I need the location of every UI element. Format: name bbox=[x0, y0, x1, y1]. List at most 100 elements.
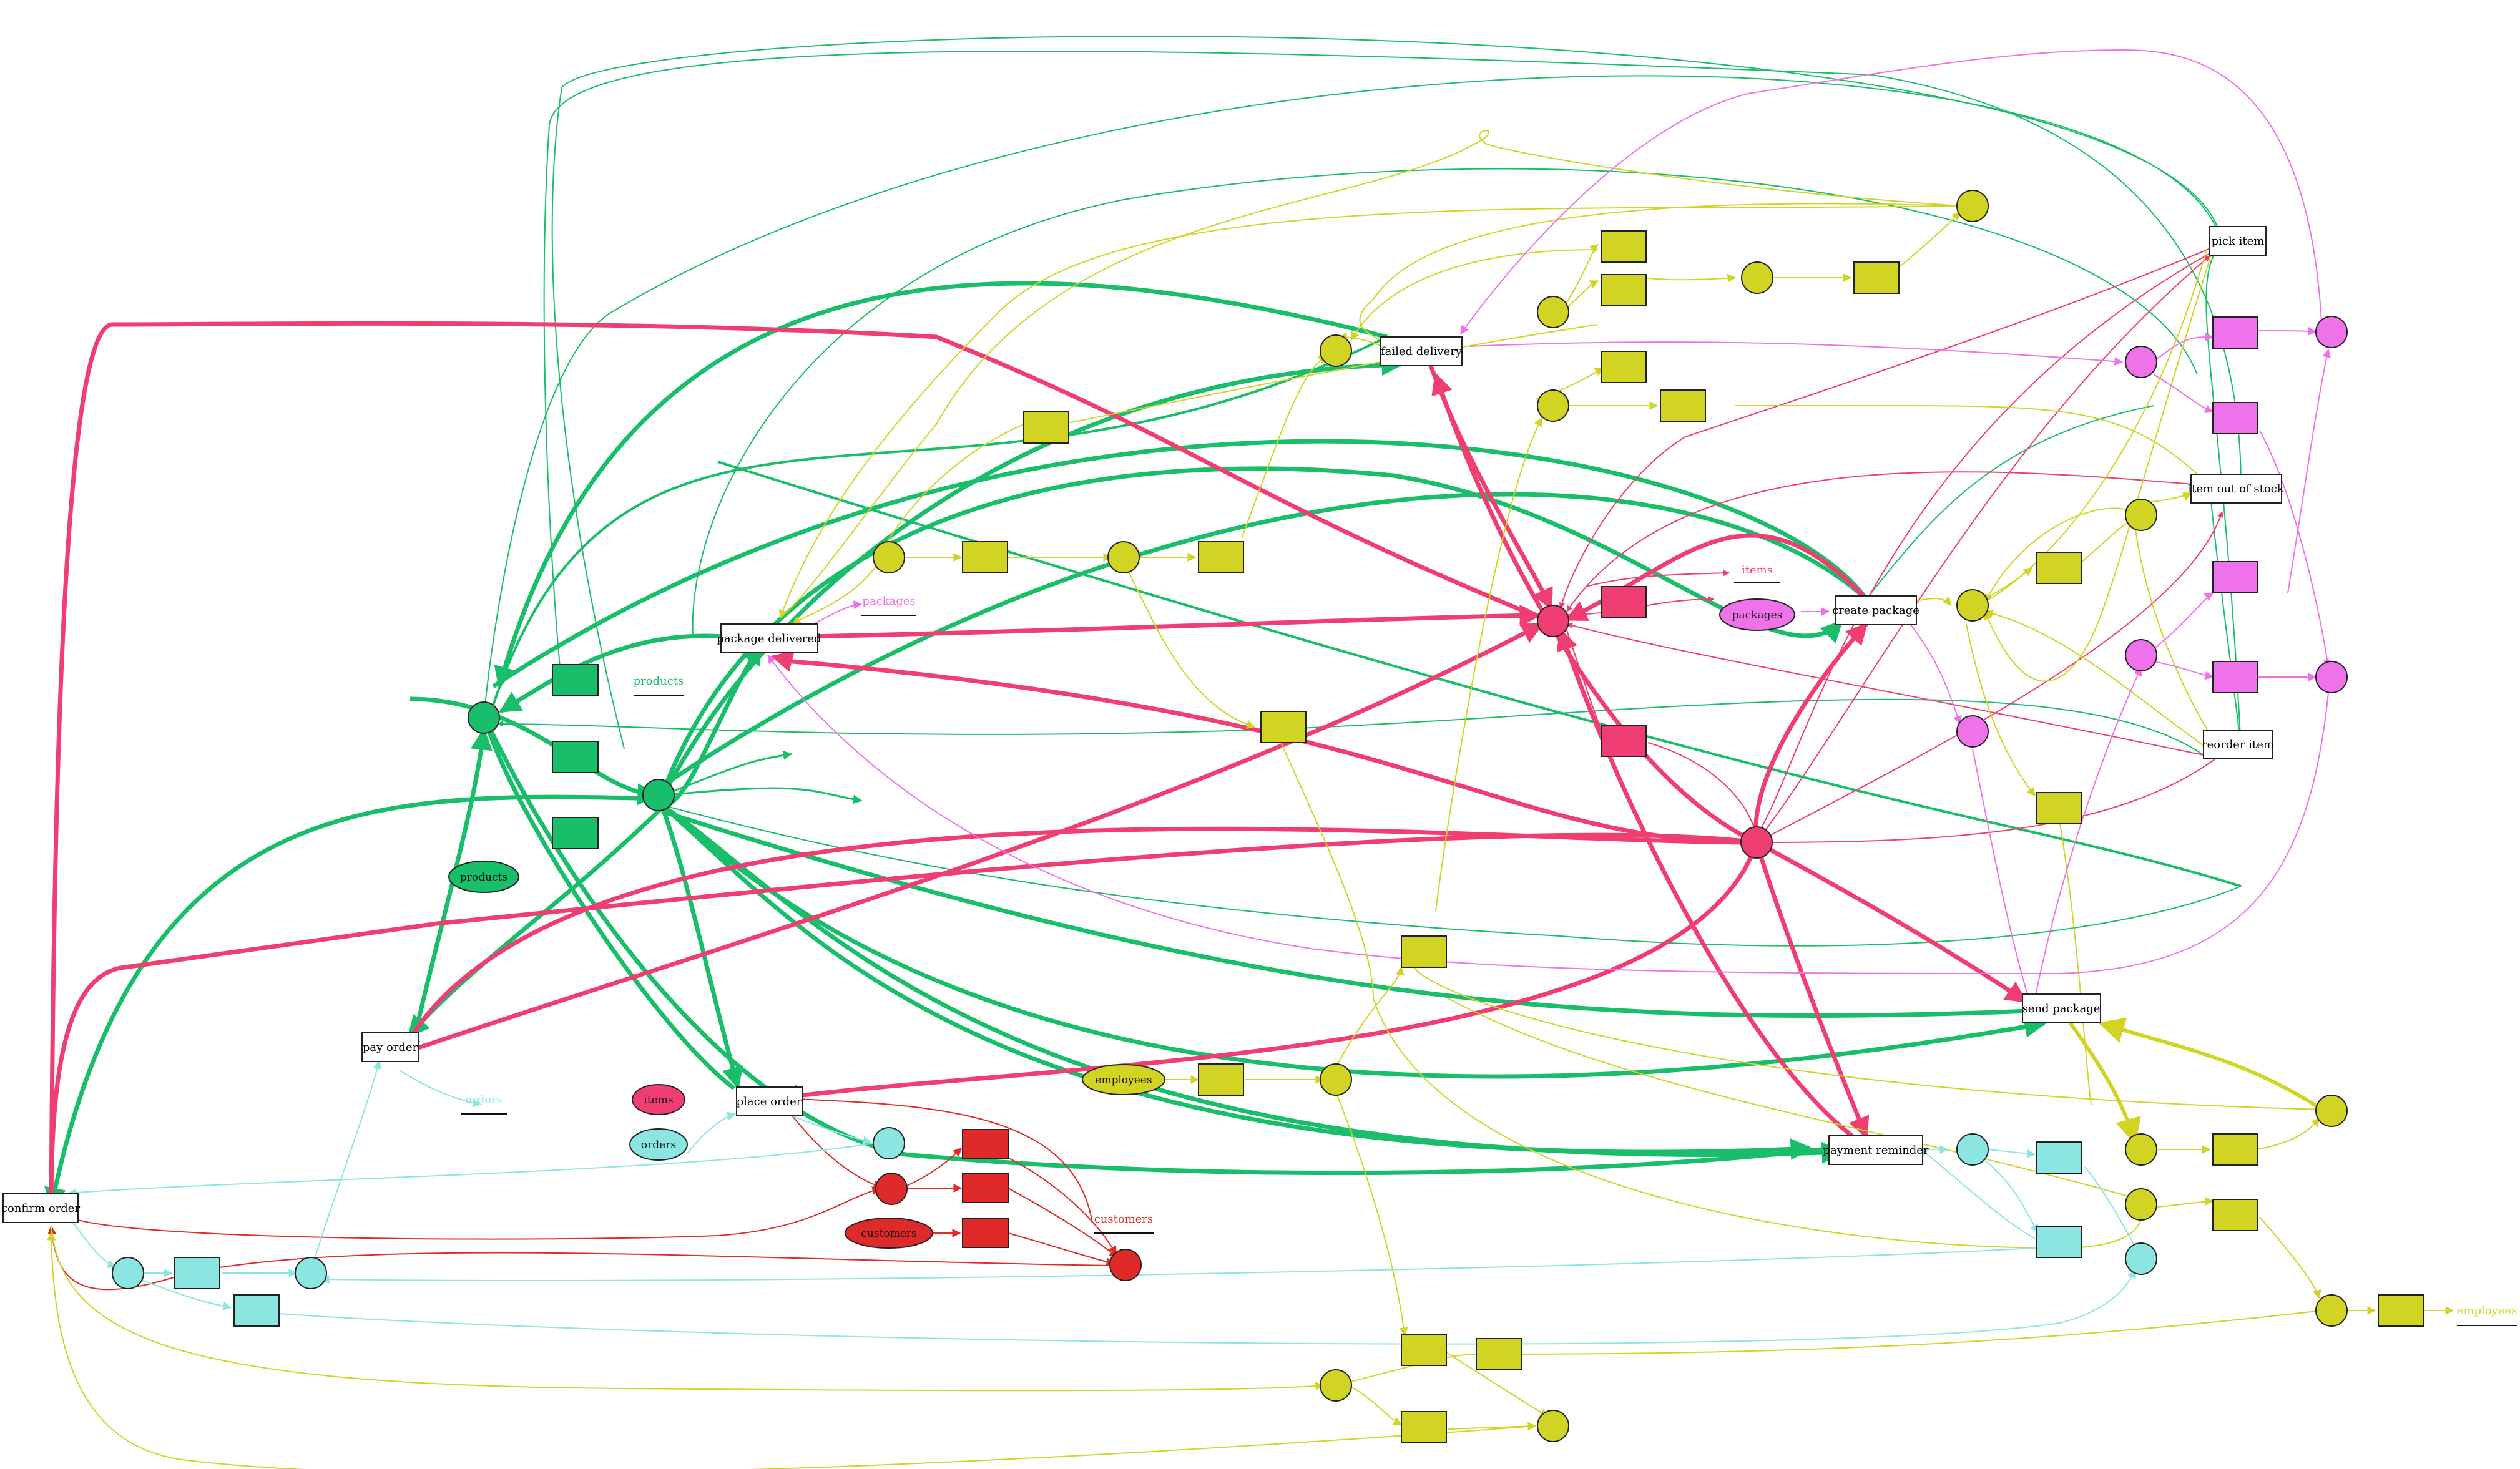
source-packages-label: packages bbox=[1732, 609, 1783, 622]
arc bbox=[1359, 203, 1961, 343]
arc bbox=[717, 461, 2242, 887]
arc bbox=[551, 36, 2223, 749]
olive-place bbox=[1956, 589, 1989, 622]
arc bbox=[399, 826, 1757, 1056]
activity-box-place-order bbox=[736, 1086, 803, 1116]
activity-pick-item: pick item bbox=[2212, 235, 2265, 248]
source-employees-label: employees bbox=[1095, 1074, 1152, 1086]
arcs-cyan bbox=[67, 1060, 2139, 1345]
red-transition bbox=[962, 1129, 1009, 1159]
pink-place bbox=[1537, 605, 1569, 637]
arc bbox=[1559, 243, 2223, 609]
arc bbox=[776, 841, 1759, 1107]
activities bbox=[2, 226, 2282, 1223]
arc bbox=[494, 281, 1388, 689]
arc bbox=[1753, 622, 1868, 843]
arc bbox=[2097, 1017, 2323, 1111]
olive-transition bbox=[2378, 1294, 2424, 1327]
activity-create-package: create package bbox=[1832, 604, 1919, 617]
arc bbox=[140, 1279, 232, 1310]
olive-place bbox=[1320, 1369, 1352, 1402]
arc bbox=[767, 654, 2329, 975]
arc bbox=[661, 642, 763, 808]
arc bbox=[1413, 967, 2323, 1110]
olive-place bbox=[2315, 1294, 2348, 1327]
arc bbox=[543, 50, 2242, 687]
arc bbox=[660, 803, 1813, 1160]
activity-box-item-out-of-stock bbox=[2190, 474, 2282, 504]
arc bbox=[68, 1186, 881, 1240]
arc bbox=[660, 803, 2047, 1079]
arc bbox=[1978, 249, 2207, 606]
olive-transition bbox=[1198, 541, 1244, 573]
arc bbox=[1866, 405, 2154, 600]
arc bbox=[1469, 341, 2124, 366]
cyan-transition bbox=[2036, 1141, 2082, 1174]
magenta-transition bbox=[2212, 561, 2258, 593]
arc bbox=[661, 787, 863, 804]
red-place bbox=[875, 1173, 908, 1205]
arc bbox=[2287, 348, 2331, 593]
arc bbox=[2153, 661, 2214, 680]
cyan-transition bbox=[2036, 1226, 2082, 1258]
arc bbox=[1755, 840, 2027, 1003]
arc bbox=[320, 1247, 2036, 1284]
arc bbox=[1897, 212, 1961, 269]
activity-box-send-package bbox=[2022, 993, 2101, 1023]
arc bbox=[1988, 1149, 2036, 1158]
olive-transition bbox=[1401, 1334, 1447, 1366]
arc bbox=[902, 1148, 962, 1188]
arc bbox=[47, 1231, 1536, 1469]
arc bbox=[1242, 355, 1328, 537]
arc bbox=[1460, 49, 2323, 335]
arc bbox=[492, 336, 1388, 706]
olive-place bbox=[1537, 389, 1569, 422]
arc bbox=[2259, 430, 2332, 669]
arc bbox=[2153, 374, 2214, 413]
arc bbox=[660, 803, 1844, 1164]
olive-transition bbox=[1601, 351, 1647, 383]
arc bbox=[2034, 666, 2142, 999]
olive-transition bbox=[1198, 1063, 1244, 1096]
magenta-place bbox=[2315, 661, 2348, 693]
cyan-place bbox=[112, 1257, 144, 1289]
arc bbox=[2078, 517, 2136, 565]
arc bbox=[67, 1143, 875, 1198]
magenta-transition bbox=[2212, 316, 2258, 349]
customers-source bbox=[845, 1218, 933, 1249]
arc bbox=[492, 439, 1868, 688]
arc bbox=[399, 1070, 482, 1108]
arc bbox=[778, 205, 1961, 619]
arc bbox=[1560, 244, 1599, 313]
olive-transition bbox=[1401, 935, 1447, 968]
magenta-place bbox=[1956, 715, 1989, 748]
arc bbox=[1754, 841, 1870, 1140]
pink-transition bbox=[1601, 586, 1647, 618]
arc bbox=[1448, 998, 2135, 1199]
arc bbox=[1435, 417, 1542, 912]
arc bbox=[1756, 748, 2229, 843]
green-place bbox=[468, 701, 500, 734]
olive-place bbox=[1320, 1063, 1352, 1096]
activity-box-payment-reminder bbox=[1828, 1135, 1923, 1165]
cyan-transition bbox=[174, 1257, 220, 1289]
arc bbox=[51, 1226, 1325, 1392]
arc bbox=[1008, 1188, 1119, 1258]
arc bbox=[1972, 748, 2029, 999]
packages-source bbox=[1719, 598, 1795, 631]
arc bbox=[1351, 249, 1599, 341]
green-transition bbox=[552, 817, 599, 849]
arc bbox=[400, 622, 1544, 1056]
olive-transition bbox=[2212, 1199, 2258, 1231]
arc bbox=[1966, 623, 2036, 797]
sink-products-label: products bbox=[634, 675, 684, 688]
arc bbox=[792, 549, 887, 625]
activity-box-failed-delivery bbox=[1380, 336, 1463, 366]
olive-place bbox=[1956, 190, 1989, 222]
red-place bbox=[1109, 1249, 1142, 1281]
arc bbox=[2059, 823, 2092, 1105]
arc bbox=[484, 723, 736, 1090]
products-source bbox=[448, 861, 519, 893]
green-transition bbox=[552, 741, 599, 773]
olive-transition bbox=[1601, 230, 1647, 263]
